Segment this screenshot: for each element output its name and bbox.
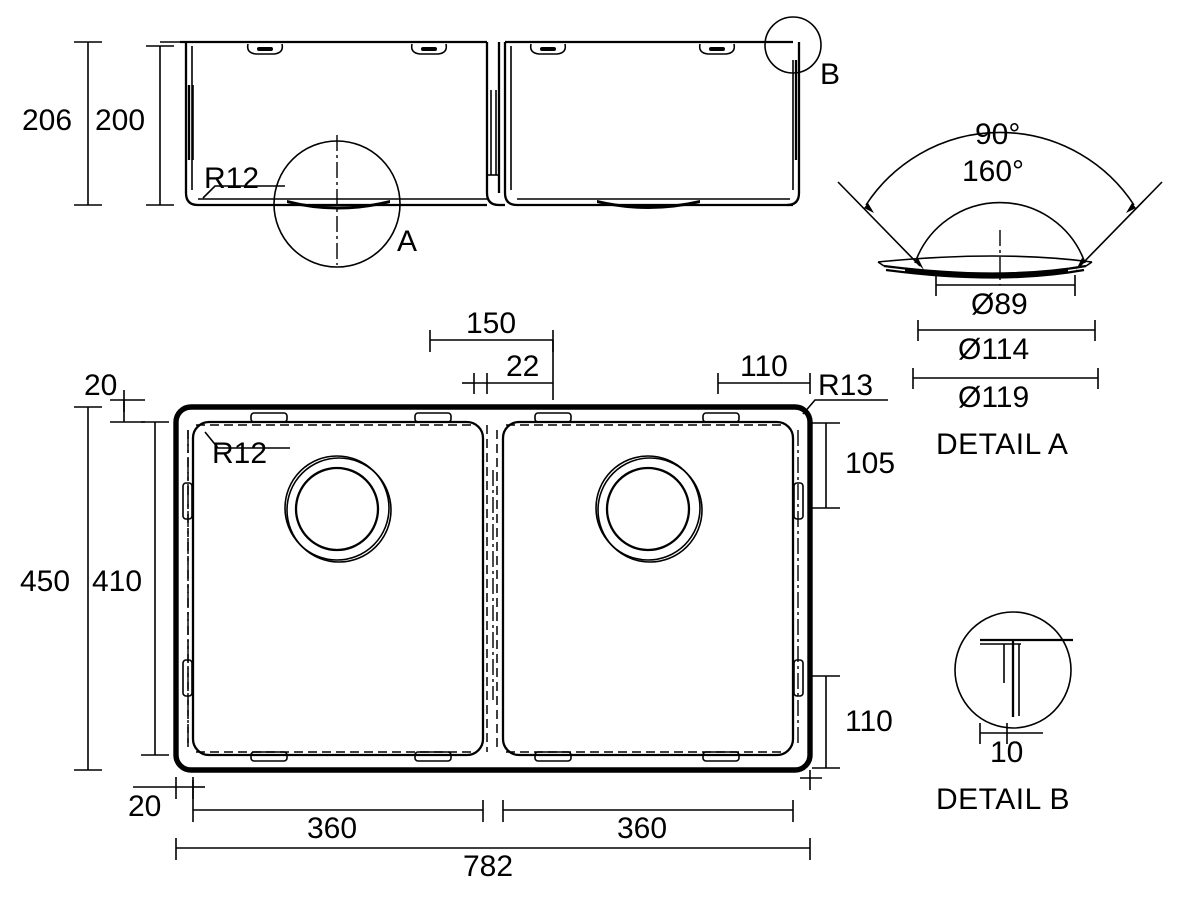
dimension-centre-web-width [462,373,553,394]
plan-left-bowl [187,420,485,757]
dimension-bowl-depth [146,41,182,206]
dimension-label-r12-elevation: R12 [204,162,260,195]
elevation-right-bowl [503,40,801,209]
detail-a-title: DETAIL A [936,428,1069,461]
dimension-label-10: 10 [990,736,1024,769]
dimension-dia-middle [917,320,1096,341]
elevation-left-bowl [180,40,487,210]
dimension-label-782: 782 [463,850,514,883]
detail-b-callout-label: B [820,58,841,91]
dimension-label-206: 206 [22,104,73,137]
plan-rim-clips-top [250,412,740,423]
dimension-label-200: 200 [95,104,146,137]
plan-drain-left [284,455,392,563]
dimension-label-110-top: 110 [740,350,788,383]
detail-a-geometry [837,131,1163,285]
dimension-rim-thickness [979,723,1043,744]
dimension-rim-top-offset [110,390,145,423]
dimension-label-110-bottom: 110 [845,705,893,738]
dimension-label-105: 105 [845,447,896,480]
dimension-label-r13: R13 [818,369,874,402]
plan-right-extension [800,770,822,790]
dimension-overall-width [175,838,811,860]
dimension-label-22: 22 [506,350,540,383]
detail-a-callout-circle [273,135,401,268]
dimension-centre-web-left [429,330,554,400]
dimension-bowl-depth-plan [141,421,169,756]
dimension-label-160deg: 160° [962,155,1025,188]
dimension-label-dia114: Ø114 [958,333,1030,366]
detail-b-geometry [954,611,1073,729]
plan-drain-right [595,455,703,563]
plan-rim-clips-bottom [250,751,740,762]
dimension-label-450: 450 [20,565,71,598]
plan-outer-body [173,404,813,773]
dimension-label-360-right: 360 [617,812,668,845]
dimension-label-20-left: 20 [128,790,162,823]
dimension-label-90deg: 90° [975,118,1021,151]
rim-clip-tabs-right [529,43,736,55]
dimension-label-dia119: Ø119 [958,381,1030,414]
dimension-label-410: 410 [92,565,143,598]
dimension-bowl-width-right [502,800,794,822]
detail-b-callout-circle [764,16,822,74]
dimension-label-r12-plan: R12 [212,437,268,470]
dimension-label-20-top: 20 [84,369,118,402]
plan-rim-clips-sides [182,482,804,697]
dimension-label-150: 150 [466,307,517,340]
rim-clip-tabs-left [246,43,448,55]
dimension-drain-from-top [812,422,840,509]
plan-right-bowl [496,420,799,757]
dimension-overall-depth [74,406,102,771]
dimension-dia-waste-hole [935,275,1076,296]
dimension-dia-outer [912,368,1099,389]
dimension-drain-from-bottom [812,675,840,769]
elevation-centre-web [485,42,505,207]
leader-r13 [802,399,888,415]
dimension-drain-from-right [717,373,811,394]
dimension-label-360-left: 360 [307,812,358,845]
dimension-label-dia89: Ø89 [971,288,1028,321]
dimension-overall-height [74,41,102,206]
detail-a-callout-label: A [397,225,418,258]
plan-centre-web [486,425,494,752]
detail-b-title: DETAIL B [936,783,1071,816]
dimension-bowl-width-left [192,780,484,822]
